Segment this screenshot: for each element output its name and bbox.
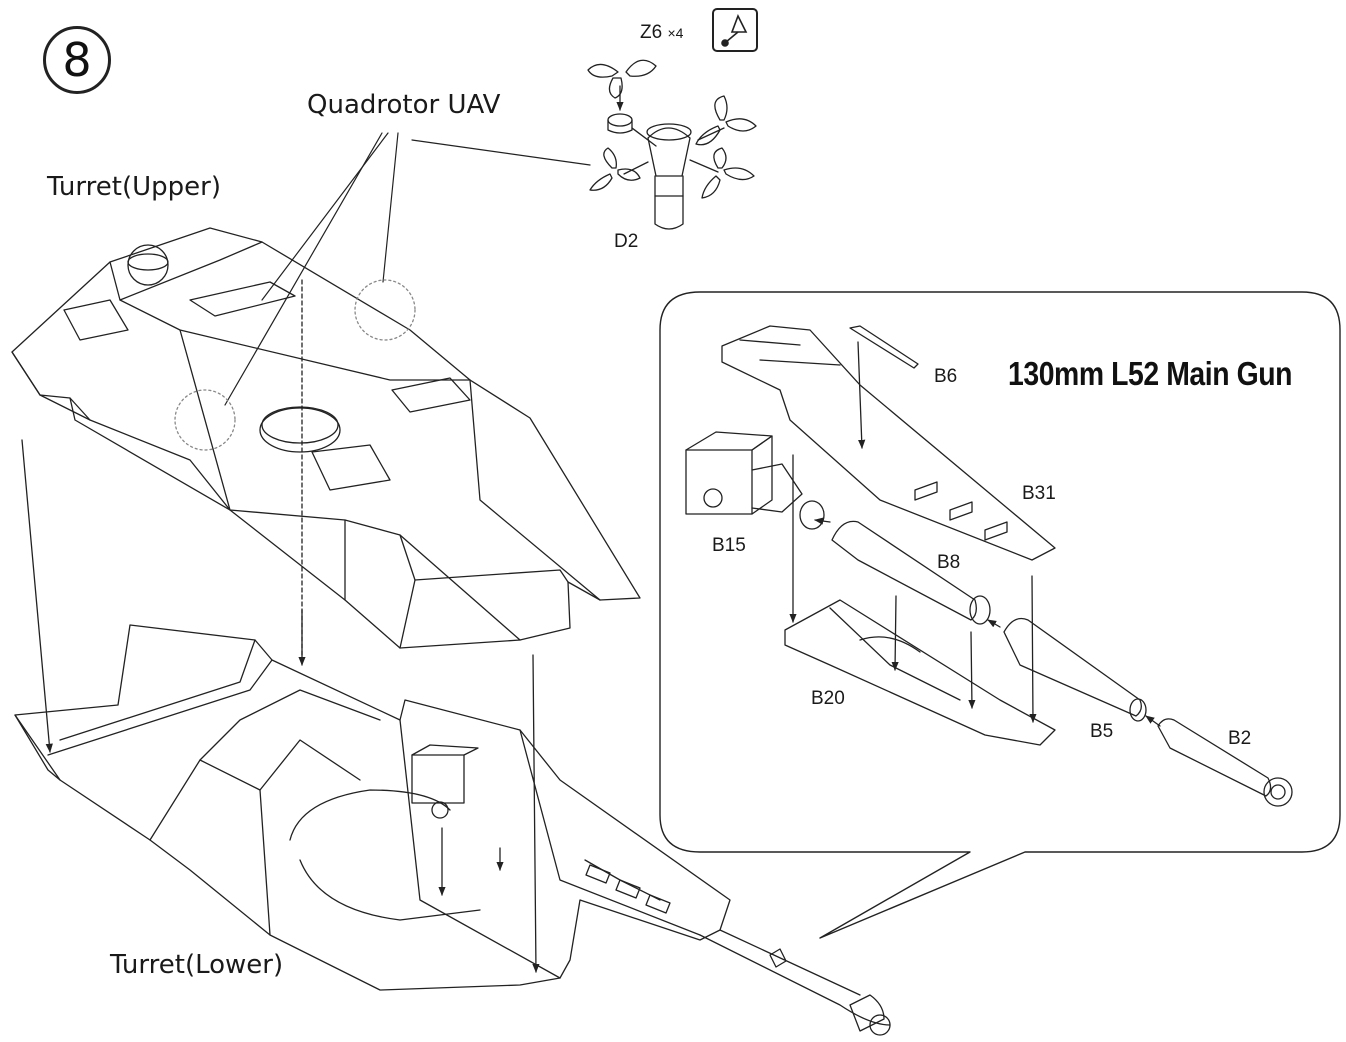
quadrotor-uav-drawing <box>587 59 757 230</box>
turret-upper-label: Turret(Upper) <box>47 172 221 202</box>
main-gun-exploded-drawing <box>685 325 1293 807</box>
part-label-b15: B15 <box>712 535 746 556</box>
propeller-part-code: Z6 <box>640 22 663 43</box>
uav-body-part-label: D2 <box>614 231 639 252</box>
propeller-part-label: Z6 ×4 <box>640 22 683 44</box>
turret-lower-label: Turret(Lower) <box>110 950 284 980</box>
turret-lower-drawing <box>14 624 891 1036</box>
assembly-arrows <box>21 439 540 973</box>
part-label-b31: B31 <box>1022 483 1056 504</box>
quadrotor-uav-label: Quadrotor UAV <box>307 90 501 120</box>
inset-title: 130mm L52 Main Gun <box>1008 355 1293 392</box>
propeller-quantity: ×4 <box>667 25 684 41</box>
part-label-b8: B8 <box>937 552 961 573</box>
turret-upper-drawing <box>11 227 641 661</box>
step-number-badge: 8 <box>43 26 111 94</box>
part-label-b6: B6 <box>934 366 958 387</box>
part-label-b2: B2 <box>1228 728 1252 749</box>
glue-brush-icon <box>712 8 758 52</box>
uav-leader-lines <box>224 132 591 406</box>
inset-frame <box>659 291 1341 939</box>
step-number: 8 <box>62 33 92 87</box>
part-label-b20: B20 <box>811 688 845 709</box>
part-label-b5: B5 <box>1090 721 1114 742</box>
